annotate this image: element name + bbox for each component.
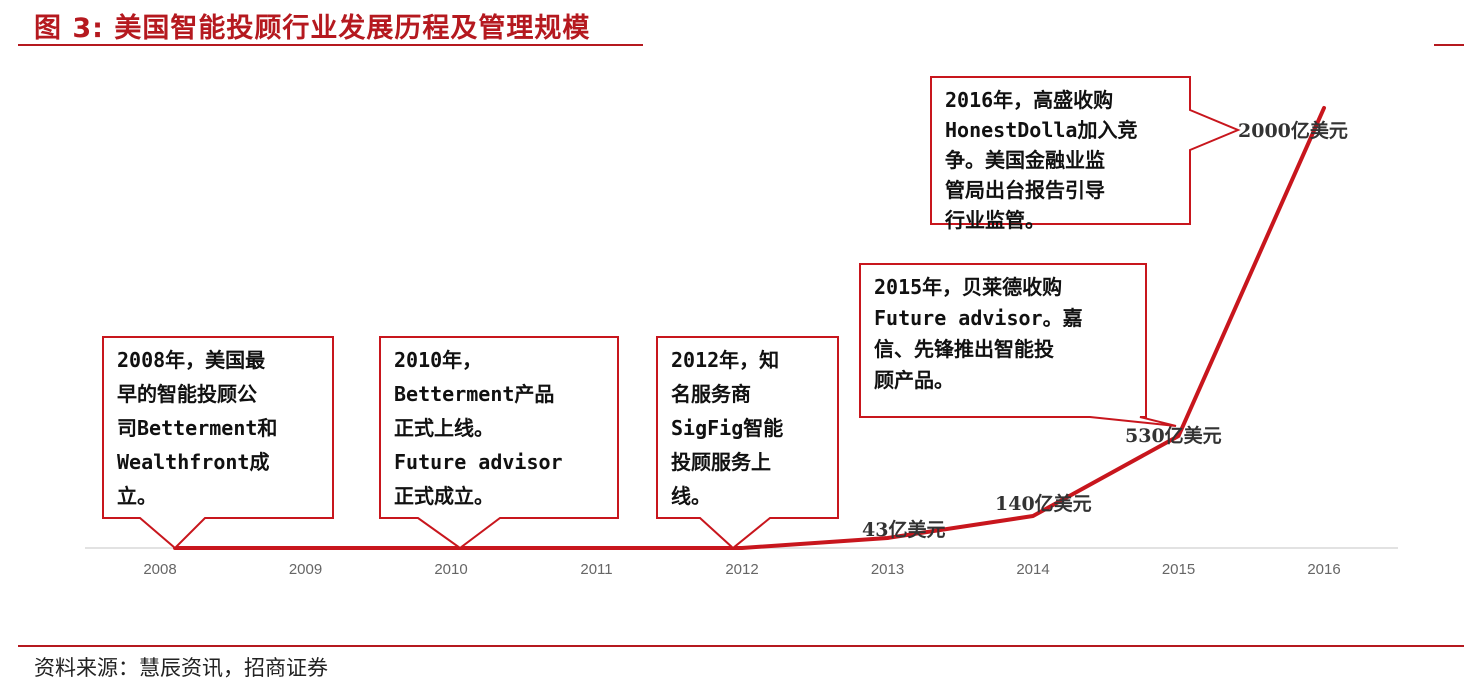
- callout-box-2016: [930, 76, 1241, 225]
- callout-text-2015-3: 顾产品。: [874, 368, 954, 392]
- callout-box-2012: [656, 336, 839, 550]
- callout-text-2012-3: 投顾服务上: [671, 450, 771, 474]
- callout-text-2010-0: 2010年，: [394, 348, 482, 372]
- callout-text-2012-1: 名服务商: [671, 382, 751, 406]
- title-rule-right: [1434, 44, 1464, 46]
- x-tick-label-2016: 2016: [1307, 561, 1340, 578]
- data-label-2015: 530亿美元: [1125, 424, 1222, 447]
- callout-text-2016-0: 2016年，高盛收购: [945, 88, 1113, 112]
- x-tick-label-2011: 2011: [580, 561, 612, 578]
- callout-text-2010-2: 正式上线。: [394, 416, 494, 440]
- x-tick-label-2013: 2013: [871, 561, 904, 578]
- callout-text-2010-1: Betterment产品: [394, 382, 554, 406]
- series-line: [173, 106, 1326, 550]
- x-tick-label-2015: 2015: [1162, 561, 1195, 578]
- x-tick-label-2014: 2014: [1016, 561, 1049, 578]
- callout-text-2012-4: 线。: [671, 484, 711, 508]
- x-tick-label-2008: 2008: [143, 561, 176, 578]
- callout-text-2015-1: Future advisor。嘉: [874, 306, 1083, 330]
- callout-text-2008-0: 2008年，美国最: [117, 348, 266, 372]
- data-label-2014: 140亿美元: [995, 492, 1092, 515]
- callout-text-2015-2: 信、先锋推出智能投: [874, 337, 1054, 361]
- callout-text-2008-4: 立。: [117, 484, 157, 508]
- callout-text-2016-2: 争。美国金融业监: [945, 148, 1105, 172]
- callout-box-2010: [379, 336, 619, 550]
- x-tick-label-2010: 2010: [434, 561, 467, 578]
- callout-text-2012-2: SigFig智能: [671, 416, 783, 440]
- callout-box-2015: [859, 263, 1177, 427]
- x-tick-label-2009: 2009: [289, 561, 322, 578]
- callout-text-2012-0: 2012年，知: [671, 348, 779, 372]
- x-tick-label-2012: 2012: [725, 561, 758, 578]
- data-label-2016: 2000亿美元: [1238, 119, 1348, 142]
- callout-text-2008-1: 早的智能投顾公: [117, 382, 257, 406]
- data-label-2013: 43亿美元: [862, 518, 945, 541]
- callout-text-2010-3: Future advisor: [394, 450, 563, 474]
- source-note: 资料来源：慧辰资讯，招商证券: [34, 656, 328, 680]
- chart-title: 图 3: 美国智能投顾行业发展历程及管理规模: [34, 13, 591, 44]
- callout-text-2016-4: 行业监管。: [944, 208, 1045, 232]
- title-rule: [18, 44, 643, 46]
- callout-text-2008-2: 司Betterment和: [117, 416, 277, 440]
- callout-box-2008: [102, 336, 334, 550]
- callout-text-2016-1: HonestDolla加入竞: [945, 118, 1137, 142]
- callout-text-2016-3: 管局出台报告引导: [945, 178, 1105, 202]
- callout-text-2015-0: 2015年，贝莱德收购: [874, 275, 1062, 299]
- callout-text-2008-3: Wealthfront成: [117, 450, 269, 474]
- callout-text-2010-4: 正式成立。: [394, 484, 494, 508]
- footer-rule: [18, 645, 1464, 647]
